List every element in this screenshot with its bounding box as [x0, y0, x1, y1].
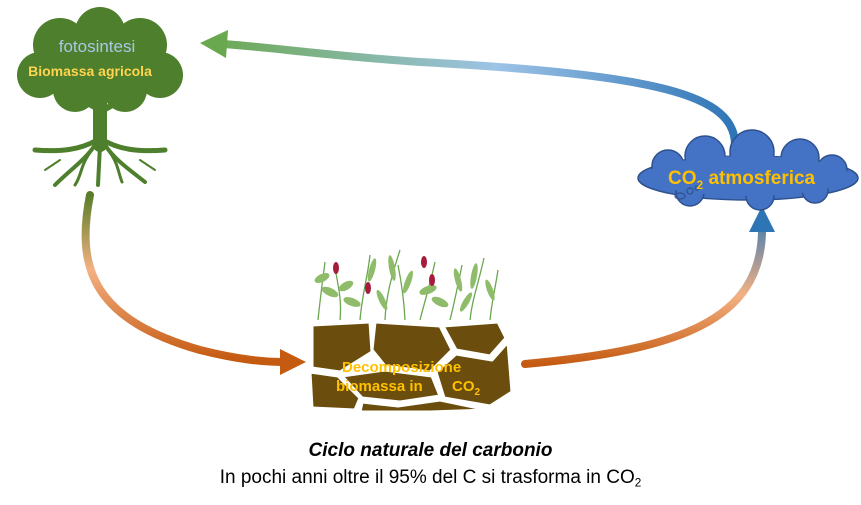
- arrowhead-right: [280, 349, 306, 375]
- plants-illustration: [314, 249, 499, 321]
- cloud-label: CO2 atmosferica: [668, 168, 816, 192]
- soil-illustration: [308, 320, 514, 414]
- cloud-bubbles: [674, 185, 700, 200]
- soil-label-line2: biomassa in: [336, 378, 423, 395]
- red-flowers: [333, 256, 435, 294]
- tree-trunk-and-roots: [32, 88, 168, 187]
- cloud-atmosphere: CO2 atmosferica: [637, 129, 859, 211]
- soil-label-co2: CO2: [452, 378, 481, 398]
- tree-label-biomassa: Biomassa agricola: [28, 63, 152, 79]
- arrow-biomass-to-soil: [81, 191, 306, 375]
- tree-label-fotosintesi: fotosintesi: [59, 37, 136, 56]
- soil-label-line1: Decomposizione: [342, 359, 461, 376]
- arrowhead-up: [749, 206, 775, 232]
- tree-foliage: [17, 7, 183, 112]
- tree-illustration: fotosintesi Biomassa agricola: [17, 7, 183, 187]
- caption-title: Ciclo naturale del carbonio: [308, 440, 553, 461]
- arrow-atmosphere-to-biomass: [200, 30, 739, 149]
- arrow-soil-to-atmosphere: [521, 206, 775, 368]
- arrowhead-left: [200, 30, 228, 58]
- caption-subtitle: In pochi anni oltre il 95% del C si tras…: [219, 467, 642, 490]
